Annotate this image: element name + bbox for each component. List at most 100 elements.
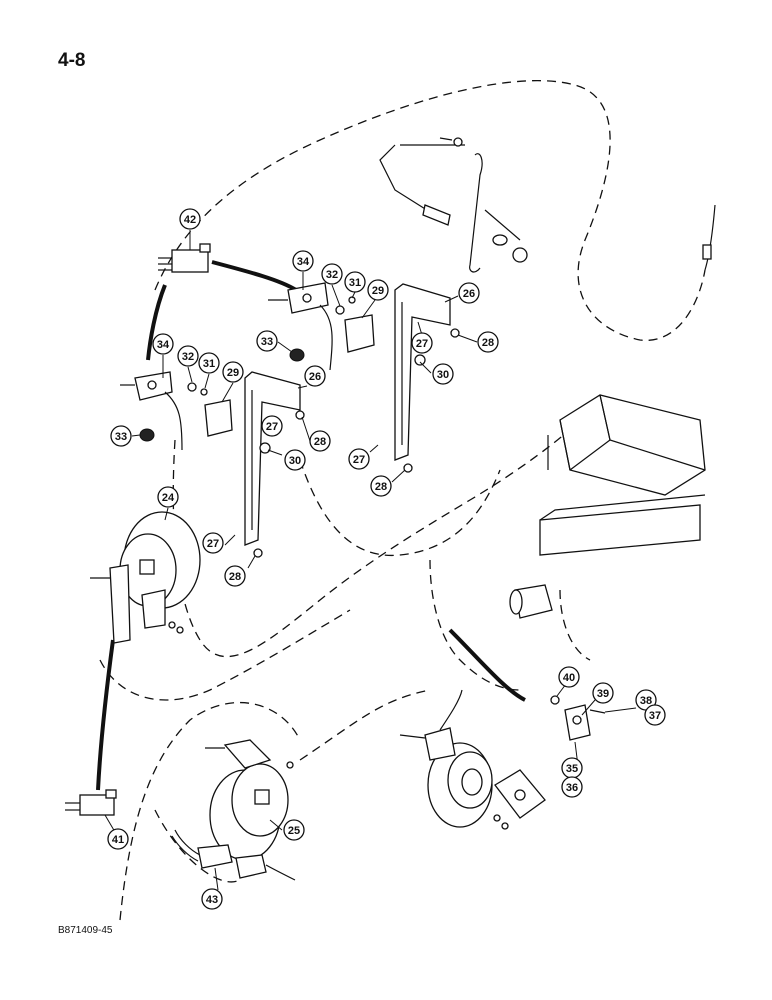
callout-label: 27 <box>416 338 428 350</box>
callout-label: 32 <box>326 269 338 281</box>
callout-circle <box>558 666 580 688</box>
callout-label: 39 <box>597 688 609 700</box>
control-module <box>539 394 706 556</box>
callout-label: 32 <box>182 351 194 363</box>
callout-33: 33 <box>110 425 132 447</box>
callout-circle <box>198 352 220 374</box>
callout-circle <box>110 425 132 447</box>
callout-label: 30 <box>289 455 301 467</box>
bracket-assembly-left <box>120 371 305 558</box>
callout-26: 26 <box>458 282 480 304</box>
callout-circle <box>261 415 283 437</box>
callout-label: 26 <box>463 288 475 300</box>
callout-34: 34 <box>292 250 314 272</box>
callout-31: 31 <box>198 352 220 374</box>
page-number: 4-8 <box>58 50 86 71</box>
connector-42 <box>158 243 211 273</box>
callout-label: 34 <box>157 339 170 351</box>
callout-label: 28 <box>482 337 494 349</box>
callout-32: 32 <box>177 345 199 367</box>
callout-label: 29 <box>372 285 384 297</box>
callout-27: 27 <box>261 415 283 437</box>
callout-circle <box>561 776 583 798</box>
callout-42: 42 <box>179 208 201 230</box>
callout-28: 28 <box>370 475 392 497</box>
connector-41 <box>65 789 117 816</box>
bracket-assembly-right <box>268 282 460 473</box>
callout-circle <box>411 332 433 354</box>
callout-27: 27 <box>348 448 370 470</box>
callout-label: 34 <box>297 256 310 268</box>
callout-circle <box>458 282 480 304</box>
callout-circle <box>201 888 223 910</box>
callout-circle <box>592 682 614 704</box>
callout-26: 26 <box>304 365 326 387</box>
rotary-sensor-right <box>399 689 546 830</box>
callout-circle <box>321 263 343 285</box>
callout-34: 34 <box>152 333 174 355</box>
callout-label: 41 <box>112 834 124 846</box>
callout-label: 28 <box>314 436 326 448</box>
callout-30: 30 <box>432 363 454 385</box>
callout-27: 27 <box>411 332 433 354</box>
callout-label: 37 <box>649 710 661 722</box>
callout-circle <box>177 345 199 367</box>
callout-circle <box>256 330 278 352</box>
callout-circle <box>644 704 666 726</box>
callout-28: 28 <box>309 430 331 452</box>
callout-circle <box>304 365 326 387</box>
callout-circle <box>367 279 389 301</box>
callout-41: 41 <box>107 828 129 850</box>
callout-28: 28 <box>224 565 246 587</box>
callout-label: 31 <box>349 277 361 289</box>
rotary-sensor-25 <box>205 739 294 861</box>
callout-29: 29 <box>367 279 389 301</box>
callout-27: 27 <box>202 532 224 554</box>
callout-label: 30 <box>437 369 449 381</box>
solid-wires <box>96 204 716 791</box>
callout-39: 39 <box>592 682 614 704</box>
callout-label: 31 <box>203 358 215 370</box>
callout-circle <box>292 250 314 272</box>
callout-label: 27 <box>207 538 219 550</box>
callout-label: 40 <box>563 672 575 684</box>
callout-33: 33 <box>256 330 278 352</box>
callout-circle <box>224 565 246 587</box>
callout-leaders <box>104 230 637 891</box>
callout-label: 24 <box>162 492 175 504</box>
callout-32: 32 <box>321 263 343 285</box>
callout-label: 43 <box>206 894 218 906</box>
callout-circle <box>202 532 224 554</box>
callout-label: 33 <box>261 336 273 348</box>
callout-25: 25 <box>283 819 305 841</box>
callout-38: 38 <box>635 689 657 711</box>
callout-circle <box>309 430 331 452</box>
callout-circle <box>157 486 179 508</box>
rotary-sensor-24 <box>90 511 201 644</box>
callout-37: 37 <box>644 704 666 726</box>
callout-label: 35 <box>566 763 578 775</box>
linkage-rod <box>379 137 528 273</box>
dashed-harness-routes <box>99 80 706 921</box>
callout-label: 33 <box>115 431 127 443</box>
callout-circle <box>370 475 392 497</box>
connector-43 <box>171 829 296 881</box>
callout-label: 29 <box>227 367 239 379</box>
callout-circle <box>107 828 129 850</box>
switch-small <box>509 584 553 619</box>
callout-35: 35 <box>561 757 583 779</box>
callout-43: 43 <box>201 888 223 910</box>
callout-29: 29 <box>222 361 244 383</box>
callout-circle <box>179 208 201 230</box>
callout-30: 30 <box>284 449 306 471</box>
figure-code: B871409-45 <box>58 925 113 936</box>
callout-label: 38 <box>640 695 652 707</box>
callout-label: 26 <box>309 371 321 383</box>
callout-label: 27 <box>266 421 278 433</box>
callout-label: 25 <box>288 825 300 837</box>
callout-circle <box>348 448 370 470</box>
clip-hardware <box>550 695 606 741</box>
callout-label: 36 <box>566 782 578 794</box>
